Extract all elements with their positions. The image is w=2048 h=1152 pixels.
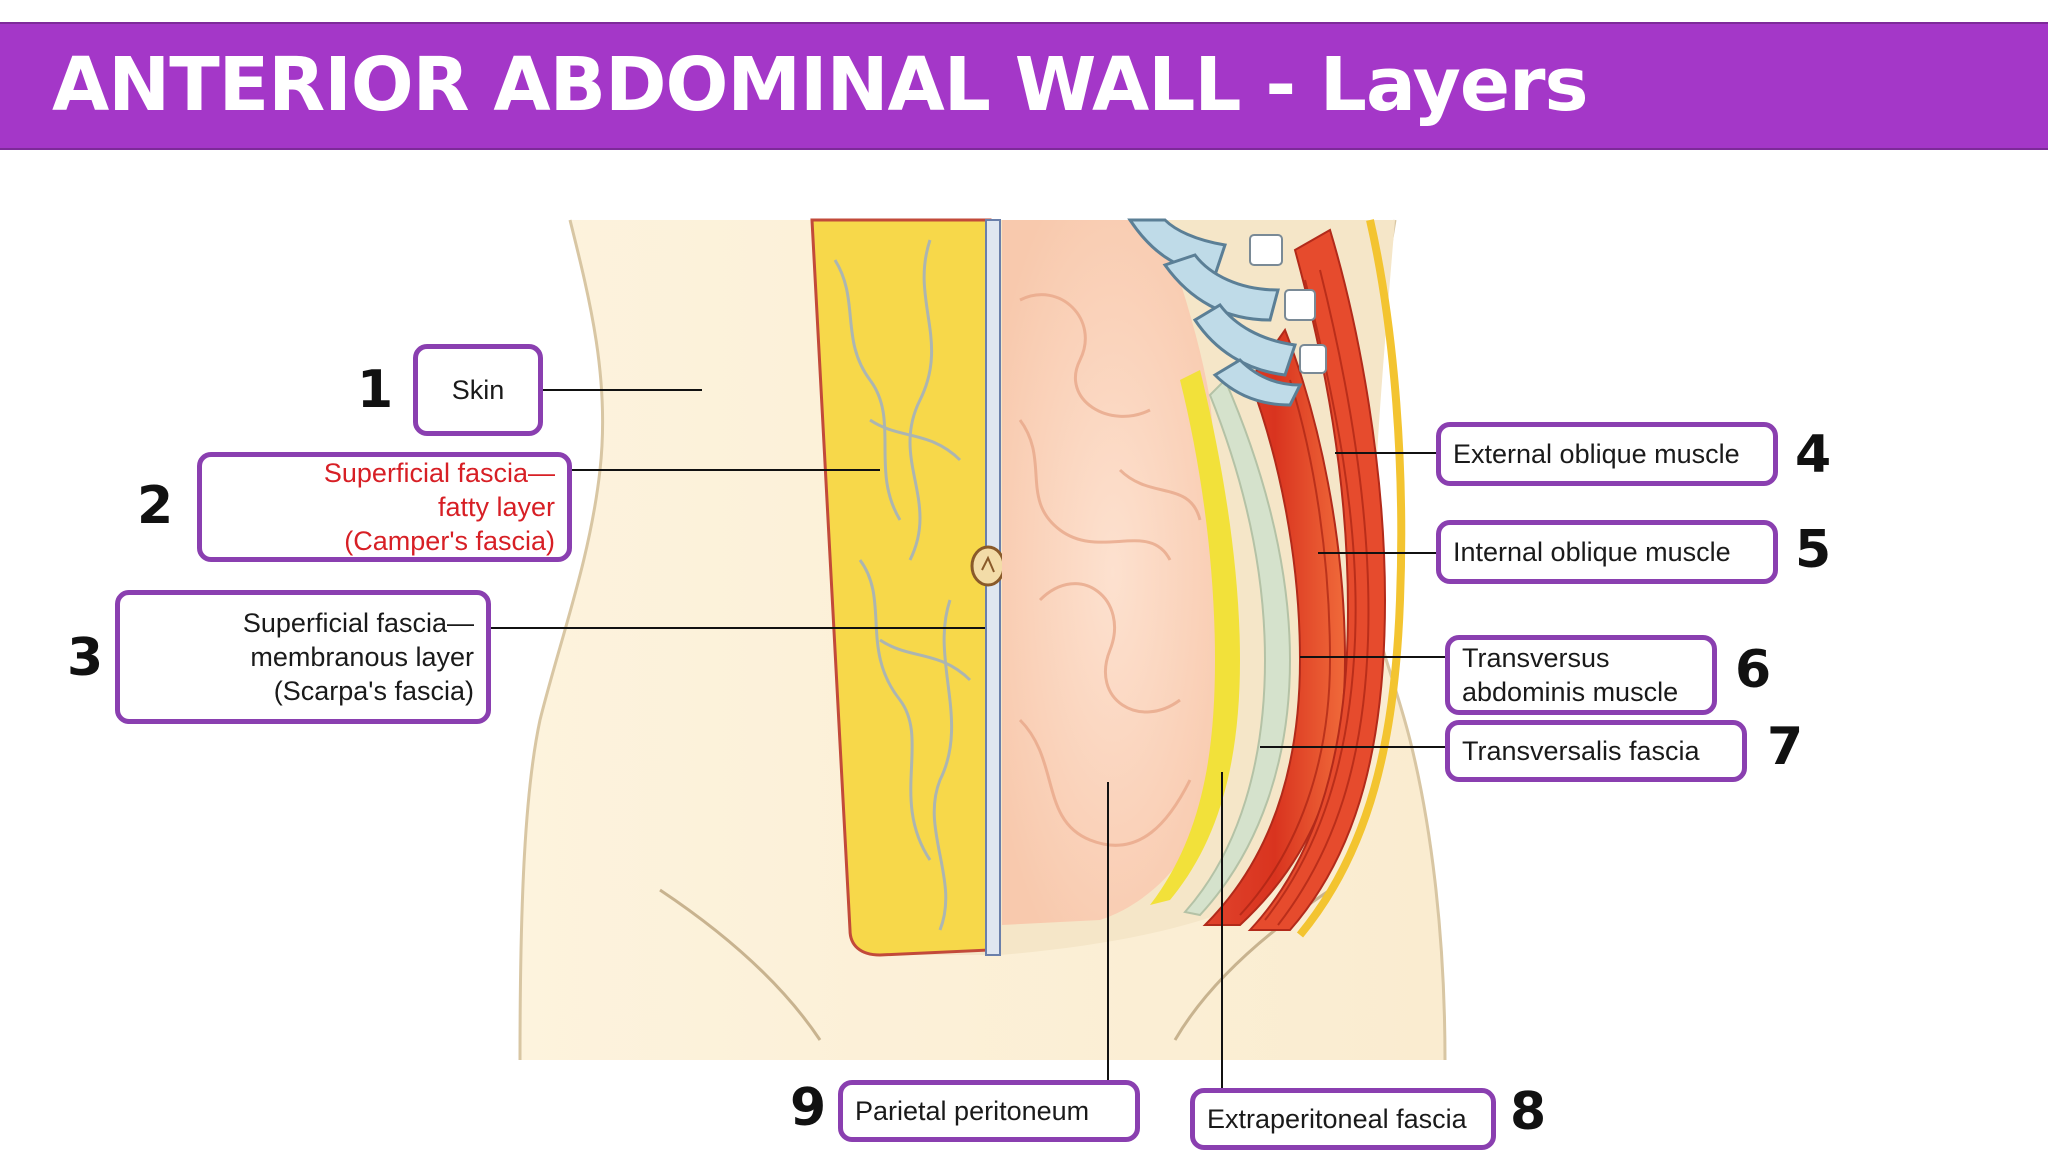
page-title: ANTERIOR ABDOMINAL WALL - Layers: [52, 42, 1589, 128]
label-number-8: 8: [1510, 1082, 1547, 1142]
muscle-layers: [1202, 327, 1347, 926]
bowel: [1002, 220, 1225, 925]
label-extraperitoneal-fascia: Extraperitoneal fascia: [1190, 1088, 1496, 1150]
bowel-loops: [1018, 293, 1202, 847]
fatty-layer: [810, 218, 992, 957]
label-transversus-abdominis: Transversus abdominis muscle: [1445, 635, 1717, 715]
ribs: [1127, 218, 1303, 407]
label-internal-oblique: Internal oblique muscle: [1436, 520, 1778, 584]
transversalis-strip: [1183, 378, 1292, 917]
external-oblique-layer: [1247, 228, 1387, 931]
label-number-5: 5: [1795, 520, 1832, 580]
label-number-9: 9: [790, 1078, 827, 1138]
label-skin: Skin: [413, 344, 543, 436]
membranous-layer: [985, 219, 1001, 956]
groin-line-left: [659, 888, 822, 1041]
fat-veins: [833, 239, 972, 931]
umbilicus: [970, 545, 1006, 587]
label-external-oblique: External oblique muscle: [1436, 422, 1778, 486]
label-number-6: 6: [1735, 640, 1772, 700]
label-fatty-layer: Superficial fascia— fatty layer (Camper'…: [197, 452, 572, 562]
label-number-3: 3: [67, 628, 104, 688]
label-transversalis-fascia: Transversalis fascia: [1445, 720, 1747, 782]
external-oblique-fascia: [1296, 219, 1406, 938]
extraperitoneal-fat: [1150, 370, 1240, 905]
label-number-4: 4: [1795, 425, 1832, 485]
label-number-7: 7: [1767, 717, 1804, 777]
label-parietal-peritoneum: Parietal peritoneum: [838, 1080, 1140, 1142]
label-number-2: 2: [137, 476, 174, 536]
label-number-1: 1: [357, 360, 394, 420]
muscle-fibers: [1239, 269, 1370, 926]
title-bar: ANTERIOR ABDOMINAL WALL - Layers: [0, 22, 2048, 150]
torso-outline-left: [518, 219, 605, 1061]
costal-cartilage: [1249, 234, 1327, 374]
label-membranous-layer: Superficial fascia— membranous layer (Sc…: [115, 590, 491, 724]
